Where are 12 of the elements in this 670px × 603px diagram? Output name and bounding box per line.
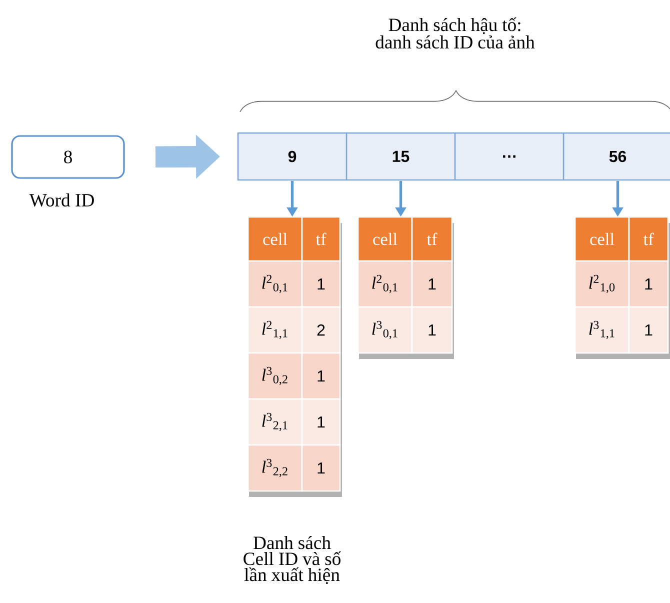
list-cell: 9 <box>288 150 296 162</box>
list-cell: 56 <box>609 150 626 162</box>
data-table: cell tf l$^{2}$0,1 1 l$^{3}$0,1 1 <box>357 216 454 359</box>
node-label: Word ID <box>29 193 94 207</box>
id-box: 8 <box>11 135 125 179</box>
list-cell: … <box>503 155 516 158</box>
data-table: cell tf l$^{2}$0,1 1 l$^{2}$1,1 2 l$^{3}$0,2 1 l$^{3}$2,1 1 l$^{3}$2,2 1 <box>247 216 342 497</box>
list-cell: 15 <box>392 150 410 162</box>
list-band <box>237 132 670 181</box>
data-table: cell tf l$^{2}$1,0 1 l$^{3}$1,1 1 <box>574 216 670 359</box>
node-label: Danh sách Cell ID và số lần xuất hiện <box>244 536 341 584</box>
heading: Danh sách hậu tố: danh sách ID của ảnh <box>376 17 535 49</box>
